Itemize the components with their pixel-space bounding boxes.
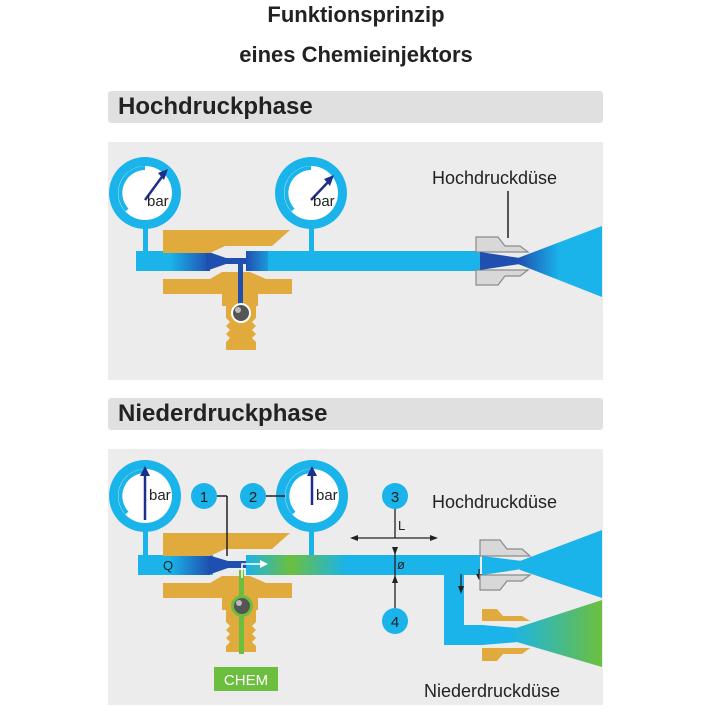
chem-label: CHEM	[224, 672, 268, 689]
marker-2	[240, 483, 266, 509]
injector-lower-body	[163, 272, 292, 306]
high-pressure-nozzle	[475, 236, 530, 286]
high-pressure-nozzle-low-phase	[479, 539, 532, 591]
chem-label-box	[214, 667, 278, 691]
injector-upper-body	[163, 230, 290, 253]
pressure-gauge-3: bar	[109, 460, 181, 532]
spray-cone-high	[518, 226, 602, 297]
pipe-main	[268, 251, 480, 271]
high-pressure-diagram: bar bar	[109, 157, 602, 350]
low-pressure-diagram: bar bar Q	[109, 460, 602, 701]
pressure-gauge-4: bar	[276, 460, 348, 532]
flow-label: Q	[163, 558, 173, 573]
low-nozzle-label: Niederdruckdüse	[424, 681, 560, 701]
svg-text:3: 3	[391, 489, 399, 506]
svg-text:4: 4	[391, 614, 399, 631]
check-valve-ball-low	[234, 598, 250, 614]
pressure-gauge-2: bar	[275, 157, 347, 229]
section-title-low-pressure: Niederdruckphase	[118, 400, 328, 427]
section-header-low-pressure: Niederdruckphase	[108, 398, 603, 430]
pressure-gauge-1: bar	[109, 157, 181, 229]
high-nozzle-label-low-phase: Hochdruckdüse	[432, 492, 557, 512]
section-header-high-pressure: Hochdruckphase	[108, 91, 603, 123]
diagram-title-line1: Funktionsprinzip	[267, 2, 445, 27]
gauge-label-1: bar	[147, 193, 169, 210]
section-title-high-pressure: Hochdruckphase	[118, 93, 313, 120]
diagram-title-line2: eines Chemieinjektors	[239, 42, 473, 67]
gauge-label-4: bar	[316, 487, 338, 504]
high-nozzle-label: Hochdruckdüse	[432, 168, 557, 188]
gauge-stem-2	[309, 220, 314, 252]
gauge-label-2: bar	[313, 193, 335, 210]
marker-4	[382, 608, 408, 634]
check-valve-ball	[233, 305, 249, 321]
svg-text:1: 1	[200, 489, 208, 506]
svg-text:2: 2	[249, 489, 257, 506]
pipe-mixing-zone	[246, 555, 346, 575]
gauge-label-3: bar	[149, 487, 171, 504]
venturi-throat	[206, 251, 266, 271]
spray-cone-high-low-phase	[520, 530, 602, 598]
marker-1	[191, 483, 217, 509]
marker-3	[382, 483, 408, 509]
gauge-stem-1	[143, 220, 148, 252]
length-label: L	[398, 518, 405, 533]
spray-cone-low	[510, 600, 602, 667]
diameter-label: ø	[397, 557, 405, 572]
